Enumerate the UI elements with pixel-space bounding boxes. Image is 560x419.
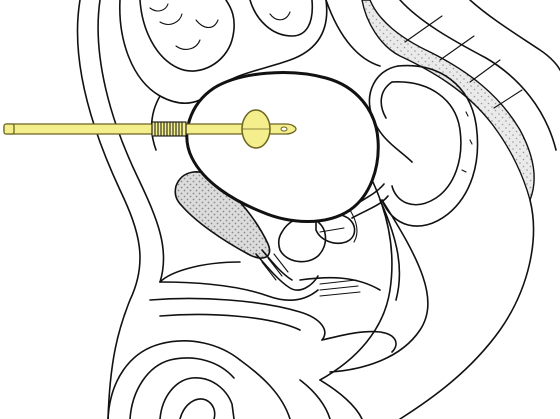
catheter-balloon [242, 110, 270, 148]
